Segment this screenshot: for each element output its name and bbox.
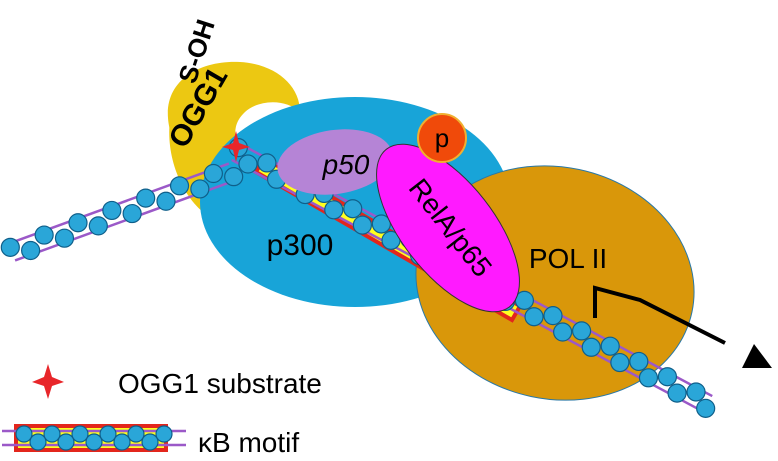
dna-bead bbox=[352, 215, 372, 235]
dna-bead bbox=[102, 200, 122, 221]
dna-bead bbox=[21, 240, 41, 261]
dna-bead bbox=[136, 188, 156, 208]
dna-bead bbox=[657, 367, 678, 387]
legend-bead bbox=[71, 425, 89, 443]
dna-left-segment bbox=[0, 162, 244, 262]
p50-label: p50 bbox=[322, 149, 370, 180]
dna-bead bbox=[610, 352, 630, 373]
pol-ii-label: POL II bbox=[529, 243, 607, 274]
p50-protein bbox=[277, 129, 393, 195]
dna-bead bbox=[638, 368, 659, 388]
dna-bead bbox=[238, 154, 258, 174]
legend-bead bbox=[141, 433, 159, 451]
dna-bead bbox=[190, 179, 210, 199]
legend-motif-label: κB motif bbox=[198, 427, 299, 458]
dna-bead bbox=[581, 337, 601, 357]
dna-bead bbox=[34, 225, 54, 245]
legend-bead bbox=[127, 425, 145, 443]
rela-p65-protein bbox=[376, 143, 520, 313]
legend-bead bbox=[155, 425, 173, 443]
dna-bead bbox=[54, 228, 75, 248]
legend-bead bbox=[99, 425, 117, 443]
legend-bead bbox=[113, 433, 131, 451]
dna-bead bbox=[629, 351, 649, 372]
legend-bead bbox=[85, 433, 103, 451]
dna-bead bbox=[88, 216, 108, 236]
dna-bead bbox=[257, 153, 277, 173]
dna-bead bbox=[169, 176, 190, 196]
dna-bead bbox=[553, 322, 573, 342]
dna-bead bbox=[686, 382, 706, 402]
dna-bead bbox=[600, 336, 620, 356]
legend-bead bbox=[29, 433, 47, 451]
dna-bead bbox=[572, 321, 592, 341]
legend-bead bbox=[57, 433, 75, 451]
substrate-star-icon bbox=[222, 131, 250, 162]
p300-label: p300 bbox=[267, 229, 334, 262]
dna-bead bbox=[122, 203, 142, 224]
dna-bead bbox=[203, 163, 223, 184]
phospho-label: p bbox=[435, 123, 449, 153]
legend: OGG1 substrate κB motif bbox=[2, 364, 322, 458]
dna-bead bbox=[524, 307, 544, 327]
transcription-arrow-icon bbox=[742, 344, 772, 368]
legend-substrate-label: OGG1 substrate bbox=[118, 368, 322, 399]
dna-bead bbox=[0, 237, 20, 257]
dna-right-segment bbox=[228, 138, 716, 418]
phospho-group bbox=[417, 113, 467, 163]
legend-bead bbox=[43, 425, 61, 443]
dna-bead bbox=[667, 383, 687, 403]
legend-bead bbox=[15, 425, 33, 443]
dna-bead bbox=[68, 213, 88, 233]
legend-star-icon bbox=[32, 364, 64, 399]
legend-motif-swatch bbox=[2, 424, 186, 452]
dna-bead bbox=[224, 167, 244, 187]
dna-bead bbox=[156, 191, 176, 211]
dna-bead bbox=[543, 306, 563, 326]
transcription-start-line bbox=[593, 285, 726, 345]
dna-bead bbox=[324, 200, 344, 220]
dna-bead bbox=[343, 199, 363, 219]
dna-bead bbox=[696, 398, 716, 418]
